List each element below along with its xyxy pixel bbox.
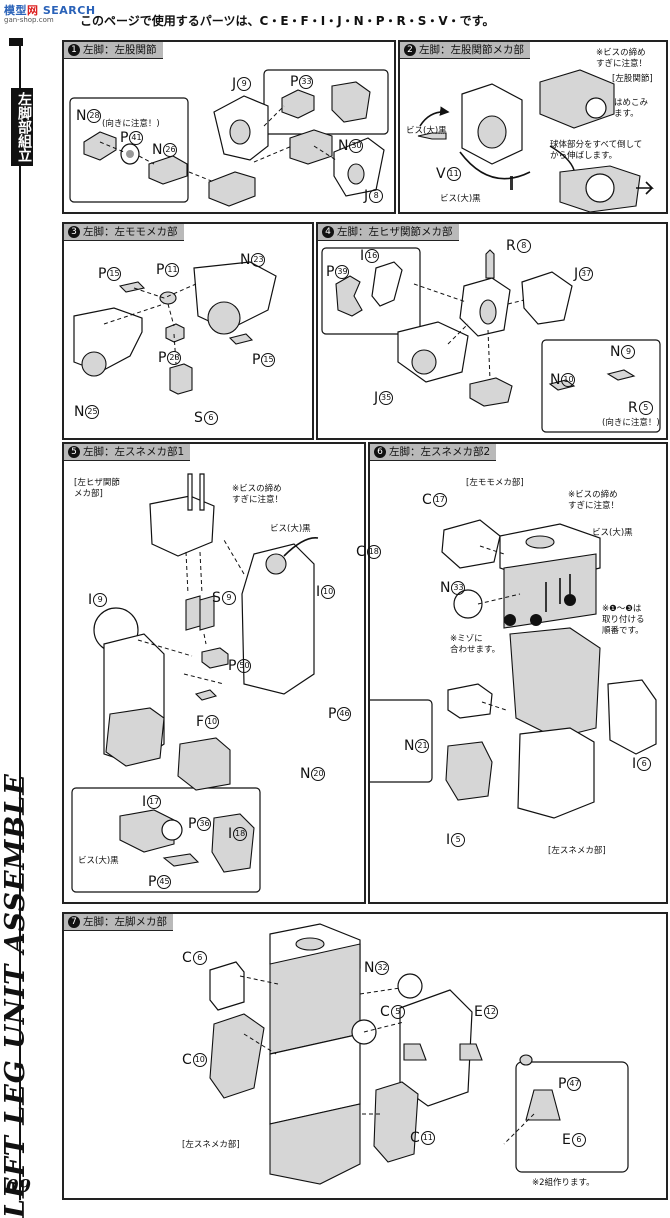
screw-label: ビス(大)黒 bbox=[270, 524, 311, 534]
screw-label: ビス(大)黒 bbox=[406, 126, 447, 136]
section-title-jp: 左脚部組立 bbox=[11, 88, 33, 166]
hip-label: [左股関節] bbox=[612, 74, 653, 84]
thigh-mecha-label: [左モモメカ部] bbox=[466, 478, 524, 488]
step-3-illustration bbox=[73, 261, 277, 395]
groove-note: ※ミゾに 合わせます。 bbox=[450, 634, 501, 655]
step-6-illustration bbox=[370, 519, 657, 819]
screw-label: ビス(大)黒 bbox=[592, 528, 633, 538]
screw-caution-note: ※ビスの締め すぎに注意！ bbox=[568, 490, 620, 511]
ball-tip-note: 球体部分をすべて倒して から伸ばします。 bbox=[550, 140, 643, 161]
shin-mecha-label: [左スネメカ部] bbox=[548, 846, 606, 856]
shin-mecha-label: [左スネメカ部] bbox=[182, 1140, 240, 1150]
page-number: 09 bbox=[6, 1176, 32, 1197]
top-bar: 模型网 SEARCH gan-shop.com このページで使用するパーツは、C… bbox=[0, 0, 670, 30]
screw-caution-note: ※ビスの締め すぎに注意！ bbox=[596, 48, 648, 69]
screw-label: ビス(大)黒 bbox=[440, 194, 481, 204]
make-two-note: ※2組作ります。 bbox=[532, 1178, 595, 1188]
site-url: gan-shop.com bbox=[4, 16, 54, 24]
order-note: ※❶～❸は 取り付ける 順番です。 bbox=[602, 604, 645, 636]
knee-mecha-label: [左ヒザ関節 メカ部] bbox=[74, 478, 120, 499]
sidebar: 左脚部組立 LEFT LEG UNIT ASSEMBLE bbox=[0, 38, 38, 1218]
screw-caution-note: ※ビスの締め すぎに注意！ bbox=[232, 484, 284, 505]
screw-label: ビス(大)黒 bbox=[78, 856, 119, 866]
insert-note: はめこみ ます。 bbox=[614, 98, 649, 119]
step-7-illustration bbox=[209, 923, 629, 1185]
orientation-note: (向きに注意！) bbox=[602, 418, 660, 428]
orientation-note: (向きに注意！) bbox=[102, 119, 160, 129]
section-title-en: LEFT LEG UNIT ASSEMBLE bbox=[0, 773, 31, 1218]
step-5-illustration bbox=[71, 473, 319, 893]
page-header: このページで使用するパーツは、C・E・F・I・J・N・P・R・S・V・です。 bbox=[80, 14, 495, 28]
site-logo: 模型网 SEARCH bbox=[4, 4, 96, 17]
